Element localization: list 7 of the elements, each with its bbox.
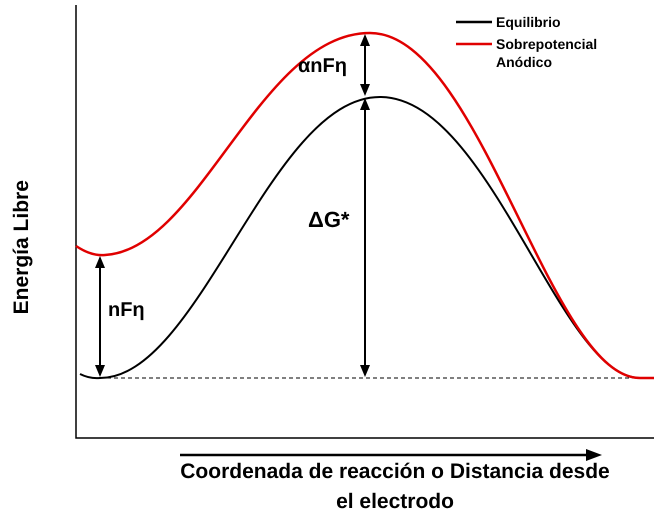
axis-title: Energía Libre (8, 179, 34, 316)
quantity-label: ΔG* (308, 206, 350, 234)
legend-label: Equilibrio (496, 13, 562, 32)
quantity-label: αnFη (298, 54, 347, 79)
quantity-label: nFη (108, 298, 145, 323)
legend-label: Sobrepotencial Anódico (496, 35, 598, 72)
axis-title: Coordenada de reacción o Distancia desde el electrodo (180, 459, 610, 516)
